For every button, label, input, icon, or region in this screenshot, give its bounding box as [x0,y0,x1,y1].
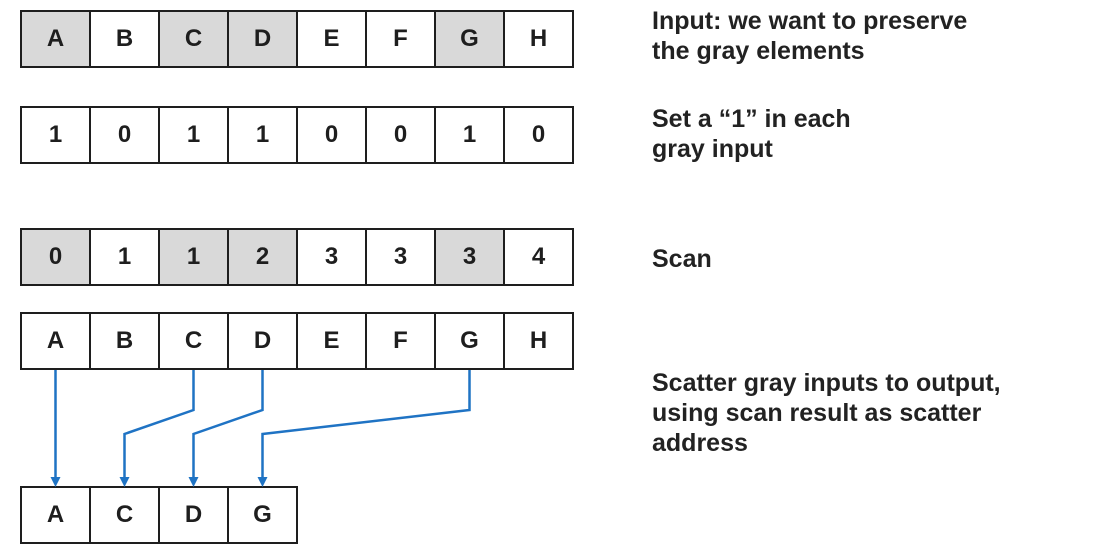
source-cell: G [434,312,505,370]
scan-cell: 4 [503,228,574,286]
flags-cell: 1 [158,106,229,164]
flags-cell: 0 [503,106,574,164]
scatter-arrow [119,370,195,487]
caption-scatter: Scatter gray inputs to output, using sca… [652,369,1001,457]
source-cell: A [20,312,91,370]
caption-input: Input: we want to preserve the gray elem… [652,7,968,65]
output-cell: C [89,486,160,544]
output-cell: G [227,486,298,544]
input-cell: B [89,10,160,68]
source-cell: B [89,312,160,370]
input-cell: C [158,10,229,68]
input-cell: H [503,10,574,68]
flags-cell: 0 [365,106,436,164]
scatter-arrow [188,370,264,487]
input-cell: A [20,10,91,68]
scan-cell: 3 [434,228,505,286]
scan-cell: 3 [365,228,436,286]
input-cell: E [296,10,367,68]
caption-flags: Set a “1” in each gray input [652,105,851,163]
caption-scan: Scan [652,245,712,273]
scan-cell: 1 [158,228,229,286]
source-cell: E [296,312,367,370]
flags-cell: 1 [227,106,298,164]
output-cell: D [158,486,229,544]
source-cell: C [158,312,229,370]
scan-cell: 0 [20,228,91,286]
flags-cell: 1 [20,106,91,164]
scatter-arrow [257,370,471,487]
input-cell: G [434,10,505,68]
scan-cell: 2 [227,228,298,286]
source-cell: H [503,312,574,370]
flags-cell: 0 [296,106,367,164]
scan-cell: 1 [89,228,160,286]
